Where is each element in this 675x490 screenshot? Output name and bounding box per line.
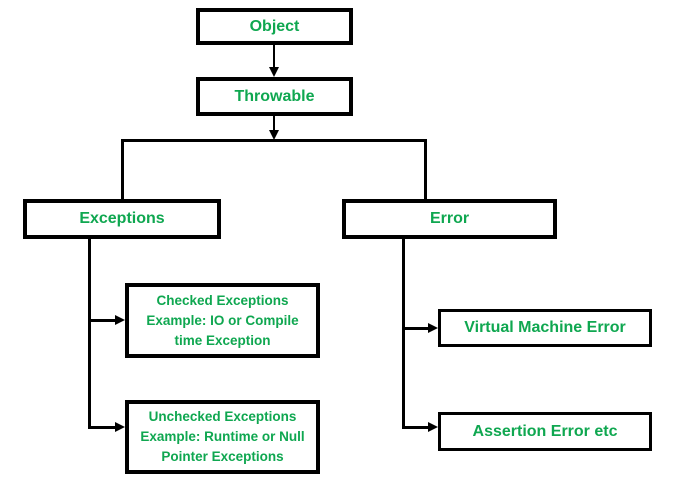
- connector-exceptions-spine-line: [88, 239, 91, 429]
- node-checked-exceptions-label: Checked Exceptions Example: IO or Compil…: [146, 292, 299, 348]
- connector-vm-error-branch-line: [402, 327, 429, 330]
- node-exceptions-label: Exceptions: [79, 210, 165, 227]
- node-unchecked-exceptions-label: Unchecked Exceptions Example: Runtime or…: [140, 409, 305, 464]
- node-checked-exceptions: Checked Exceptions Example: IO or Compil…: [125, 283, 320, 358]
- node-error-label: Error: [429, 210, 470, 227]
- node-assertion-error: Assertion Error etc: [438, 412, 652, 451]
- node-assertion-error-label: Assertion Error etc: [472, 422, 618, 440]
- connector-throwable-junction-line: [273, 116, 275, 132]
- node-virtual-machine-error-label: Virtual Machine Error: [464, 319, 626, 336]
- node-unchecked-exceptions: Unchecked Exceptions Example: Runtime or…: [125, 400, 320, 474]
- node-exceptions: Exceptions: [23, 199, 221, 239]
- arrowhead-right-assertion-icon: [428, 422, 438, 432]
- node-throwable: Throwable: [196, 77, 353, 116]
- arrowhead-right-unchecked-icon: [115, 422, 125, 432]
- arrowhead-down-throwable-icon: [269, 67, 279, 77]
- node-throwable-label: Throwable: [234, 87, 315, 105]
- connector-branch-error-line: [424, 139, 427, 199]
- connector-object-throwable-line: [273, 45, 275, 69]
- arrowhead-right-vm-error-icon: [428, 323, 438, 333]
- arrowhead-right-checked-icon: [115, 315, 125, 325]
- arrowhead-down-junction-icon: [269, 130, 279, 140]
- connector-branch-horizontal-line: [121, 139, 427, 142]
- connector-checked-branch-line: [88, 319, 116, 322]
- node-object: Object: [196, 8, 353, 45]
- connector-unchecked-elbow-line: [88, 426, 116, 429]
- connector-branch-exceptions-line: [121, 139, 124, 199]
- node-virtual-machine-error: Virtual Machine Error: [438, 309, 652, 347]
- node-error: Error: [342, 199, 557, 239]
- connector-assertion-elbow-line: [402, 426, 429, 429]
- connector-error-spine-line: [402, 239, 405, 429]
- node-object-label: Object: [249, 17, 300, 35]
